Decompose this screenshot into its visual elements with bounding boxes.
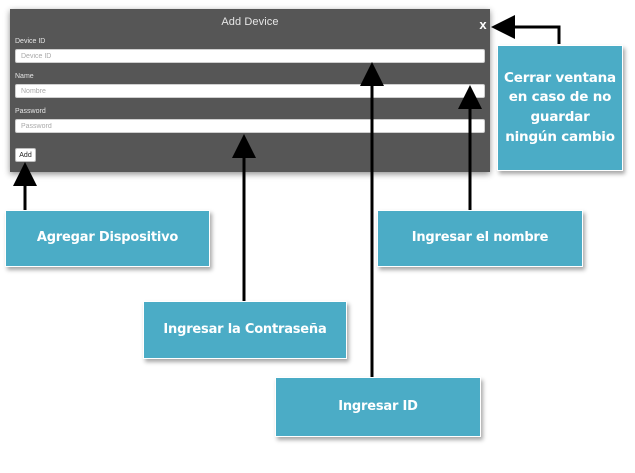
add-button[interactable]: Add [15,148,36,162]
arrow-close [491,15,561,44]
name-input[interactable] [15,84,485,98]
password-label: Password [15,108,46,115]
dialog-title: Add Device [221,16,279,28]
callout-add: Agregar Dispositivo [5,210,210,267]
callout-password: Ingresar la Contraseña [143,301,347,359]
close-button[interactable]: x [479,17,487,32]
add-device-dialog: Add Device x Device ID Name Password Add [10,9,490,172]
device-id-label: Device ID [15,38,46,45]
name-label: Name [15,73,34,80]
callout-name: Ingresar el nombre [377,210,583,267]
device-id-input[interactable] [15,49,485,63]
password-input[interactable] [15,119,485,133]
callout-id: Ingresar ID [275,377,481,437]
callout-close: Cerrar ventana en caso de no guardar nin… [497,45,623,171]
